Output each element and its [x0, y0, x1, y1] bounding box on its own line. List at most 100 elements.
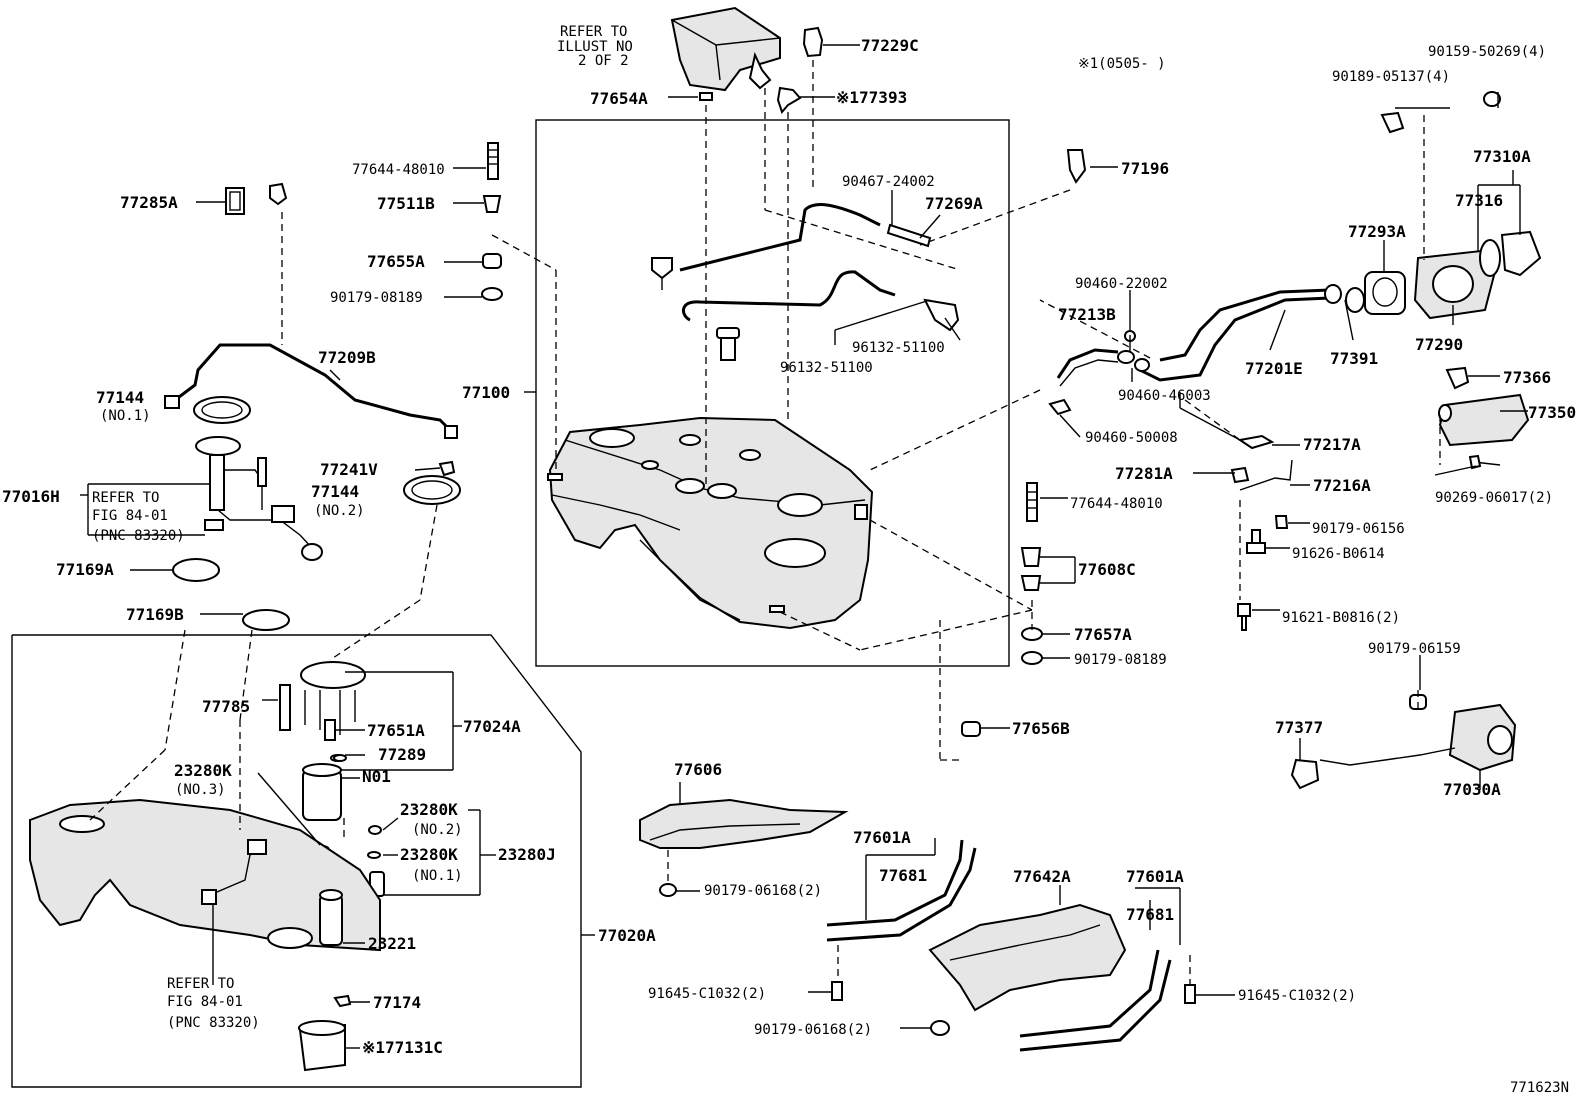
label-refer-fig-b2: FIG 84-01	[167, 994, 243, 1010]
label-77241V: 77241V	[320, 460, 378, 479]
label-90269: 90269-06017(2)	[1435, 490, 1553, 506]
filler-neck-assembly	[1048, 91, 1542, 470]
retainer-ring-77144-no1	[193, 396, 251, 424]
label-77601A-a: 77601A	[853, 828, 911, 847]
tube-connector	[164, 395, 180, 409]
label-23280K-no3-sub: (NO.3)	[175, 782, 226, 798]
fuel-lid-opener-77030A	[1290, 694, 1517, 790]
label-77655A: 77655A	[367, 252, 425, 271]
label-77377: 77377	[1275, 718, 1323, 737]
clip-77241V	[438, 460, 456, 477]
label-90179-08189-top: 90179-08189	[330, 290, 423, 306]
protector-77642A	[928, 903, 1127, 1012]
label-77144-no1-sub: (NO.1)	[100, 408, 151, 424]
label-77511B: 77511B	[377, 194, 435, 213]
label-refer-fig-b3: (PNC 83320)	[167, 1015, 260, 1031]
label-77644-mid: 77644-48010	[1070, 496, 1163, 512]
label-90179-06168-b: 90179-06168(2)	[754, 1022, 872, 1038]
label-90460-50008: 90460-50008	[1085, 430, 1178, 446]
label-23280K-no2: 23280K	[400, 800, 458, 819]
label-77366: 77366	[1503, 368, 1551, 387]
label-90179-06159: 90179-06159	[1368, 641, 1461, 657]
label-refer-fig-b1: REFER TO	[167, 976, 234, 992]
label-77654A: 77654A	[590, 89, 648, 108]
label-90467: 90467-24002	[842, 174, 935, 190]
label-77391: 77391	[1330, 349, 1378, 368]
label-77229C: 77229C	[861, 36, 919, 55]
label-77608C: 77608C	[1078, 560, 1136, 579]
clamp-77229C	[802, 26, 824, 58]
fuel-tank	[547, 416, 874, 630]
tank-vent-hoses	[651, 203, 960, 361]
label-77216A: 77216A	[1313, 476, 1371, 495]
pump-assembly-box	[11, 634, 582, 1088]
mount-parts	[961, 482, 1043, 737]
bracket-parts	[1230, 434, 1293, 631]
label-77290: 77290	[1415, 335, 1463, 354]
label-note-range: ※1(0505- )	[1078, 56, 1166, 72]
label-77196: 77196	[1121, 159, 1169, 178]
label-77285A: 77285A	[120, 193, 178, 212]
grommet-77654A	[699, 92, 713, 101]
label-77144-no2: 77144	[311, 482, 359, 501]
leader-lines	[80, 44, 1528, 1049]
gasket-77169A	[172, 558, 220, 582]
label-23221: 23221	[368, 934, 416, 953]
label-77281A: 77281A	[1115, 464, 1173, 483]
label-91645-b: 91645-C1032(2)	[1238, 988, 1356, 1004]
label-90179-08189-mid: 90179-08189	[1074, 652, 1167, 668]
label-refer-fig-a2: FIG 84-01	[92, 508, 168, 524]
label-77681-b: 77681	[1126, 905, 1174, 924]
label-refer-illust-2: ILLUST NO	[557, 39, 633, 55]
label-77681-a: 77681	[879, 866, 927, 885]
pump-unit-77024A	[279, 661, 366, 821]
clip-177393	[776, 86, 802, 114]
left-column-parts	[225, 142, 503, 301]
label-77644-top: 77644-48010	[352, 162, 445, 178]
label-77606: 77606	[674, 760, 722, 779]
charcoal-canister	[670, 6, 781, 92]
label-23280K-no1: 23280K	[400, 845, 458, 864]
label-23280K-no3: 23280K	[174, 761, 232, 780]
tank-assembly-box	[535, 119, 1010, 667]
label-90460-22002: 90460-22002	[1075, 276, 1168, 292]
oring-23280K-no1	[367, 851, 381, 859]
label-77785: 77785	[202, 697, 250, 716]
label-77144-no2-sub: (NO.2)	[314, 503, 365, 519]
label-177131C: ※177131C	[362, 1038, 443, 1057]
label-77289: 77289	[378, 745, 426, 764]
label-23280J: 23280J	[498, 845, 556, 864]
filter-77289	[333, 754, 347, 762]
label-77201E: 77201E	[1245, 359, 1303, 378]
fuel-tank-protector-77606	[639, 798, 849, 897]
label-77169B: 77169B	[126, 605, 184, 624]
fuel-sender-gauge	[195, 436, 323, 561]
label-177393: ※177393	[836, 88, 907, 107]
label-77217A: 77217A	[1303, 435, 1361, 454]
label-90460-46003: 90460-46003	[1118, 388, 1211, 404]
label-23280K-no2-sub: (NO.2)	[412, 822, 463, 838]
label-90179-06156: 90179-06156	[1312, 521, 1405, 537]
oring-23280K-no2	[368, 825, 382, 835]
label-23280K-no1-sub: (NO.1)	[412, 868, 463, 884]
label-N01: N01	[362, 767, 391, 786]
label-77651A: 77651A	[367, 721, 425, 740]
label-77656B: 77656B	[1012, 719, 1070, 738]
diagram-id: 771623N	[1510, 1080, 1569, 1096]
label-77269A: 77269A	[925, 194, 983, 213]
label-91621: 91621-B0816(2)	[1282, 610, 1400, 626]
label-77316: 77316	[1455, 191, 1503, 210]
label-refer-illust-3: 2 OF 2	[578, 53, 629, 69]
label-refer-fig-a3: (PNC 83320)	[92, 528, 185, 544]
tube-77209B-inner	[174, 344, 451, 431]
label-77020A: 77020A	[598, 926, 656, 945]
label-90179-06168-a: 90179-06168(2)	[704, 883, 822, 899]
label-77030A: 77030A	[1443, 780, 1501, 799]
label-77016H: 77016H	[2, 487, 60, 506]
label-77024A: 77024A	[463, 717, 521, 736]
label-90189: 90189-05137(4)	[1332, 69, 1450, 85]
label-77213B: 77213B	[1058, 305, 1116, 324]
pump-tank-section	[29, 798, 381, 1072]
label-96132-b: 96132-51100	[780, 360, 873, 376]
